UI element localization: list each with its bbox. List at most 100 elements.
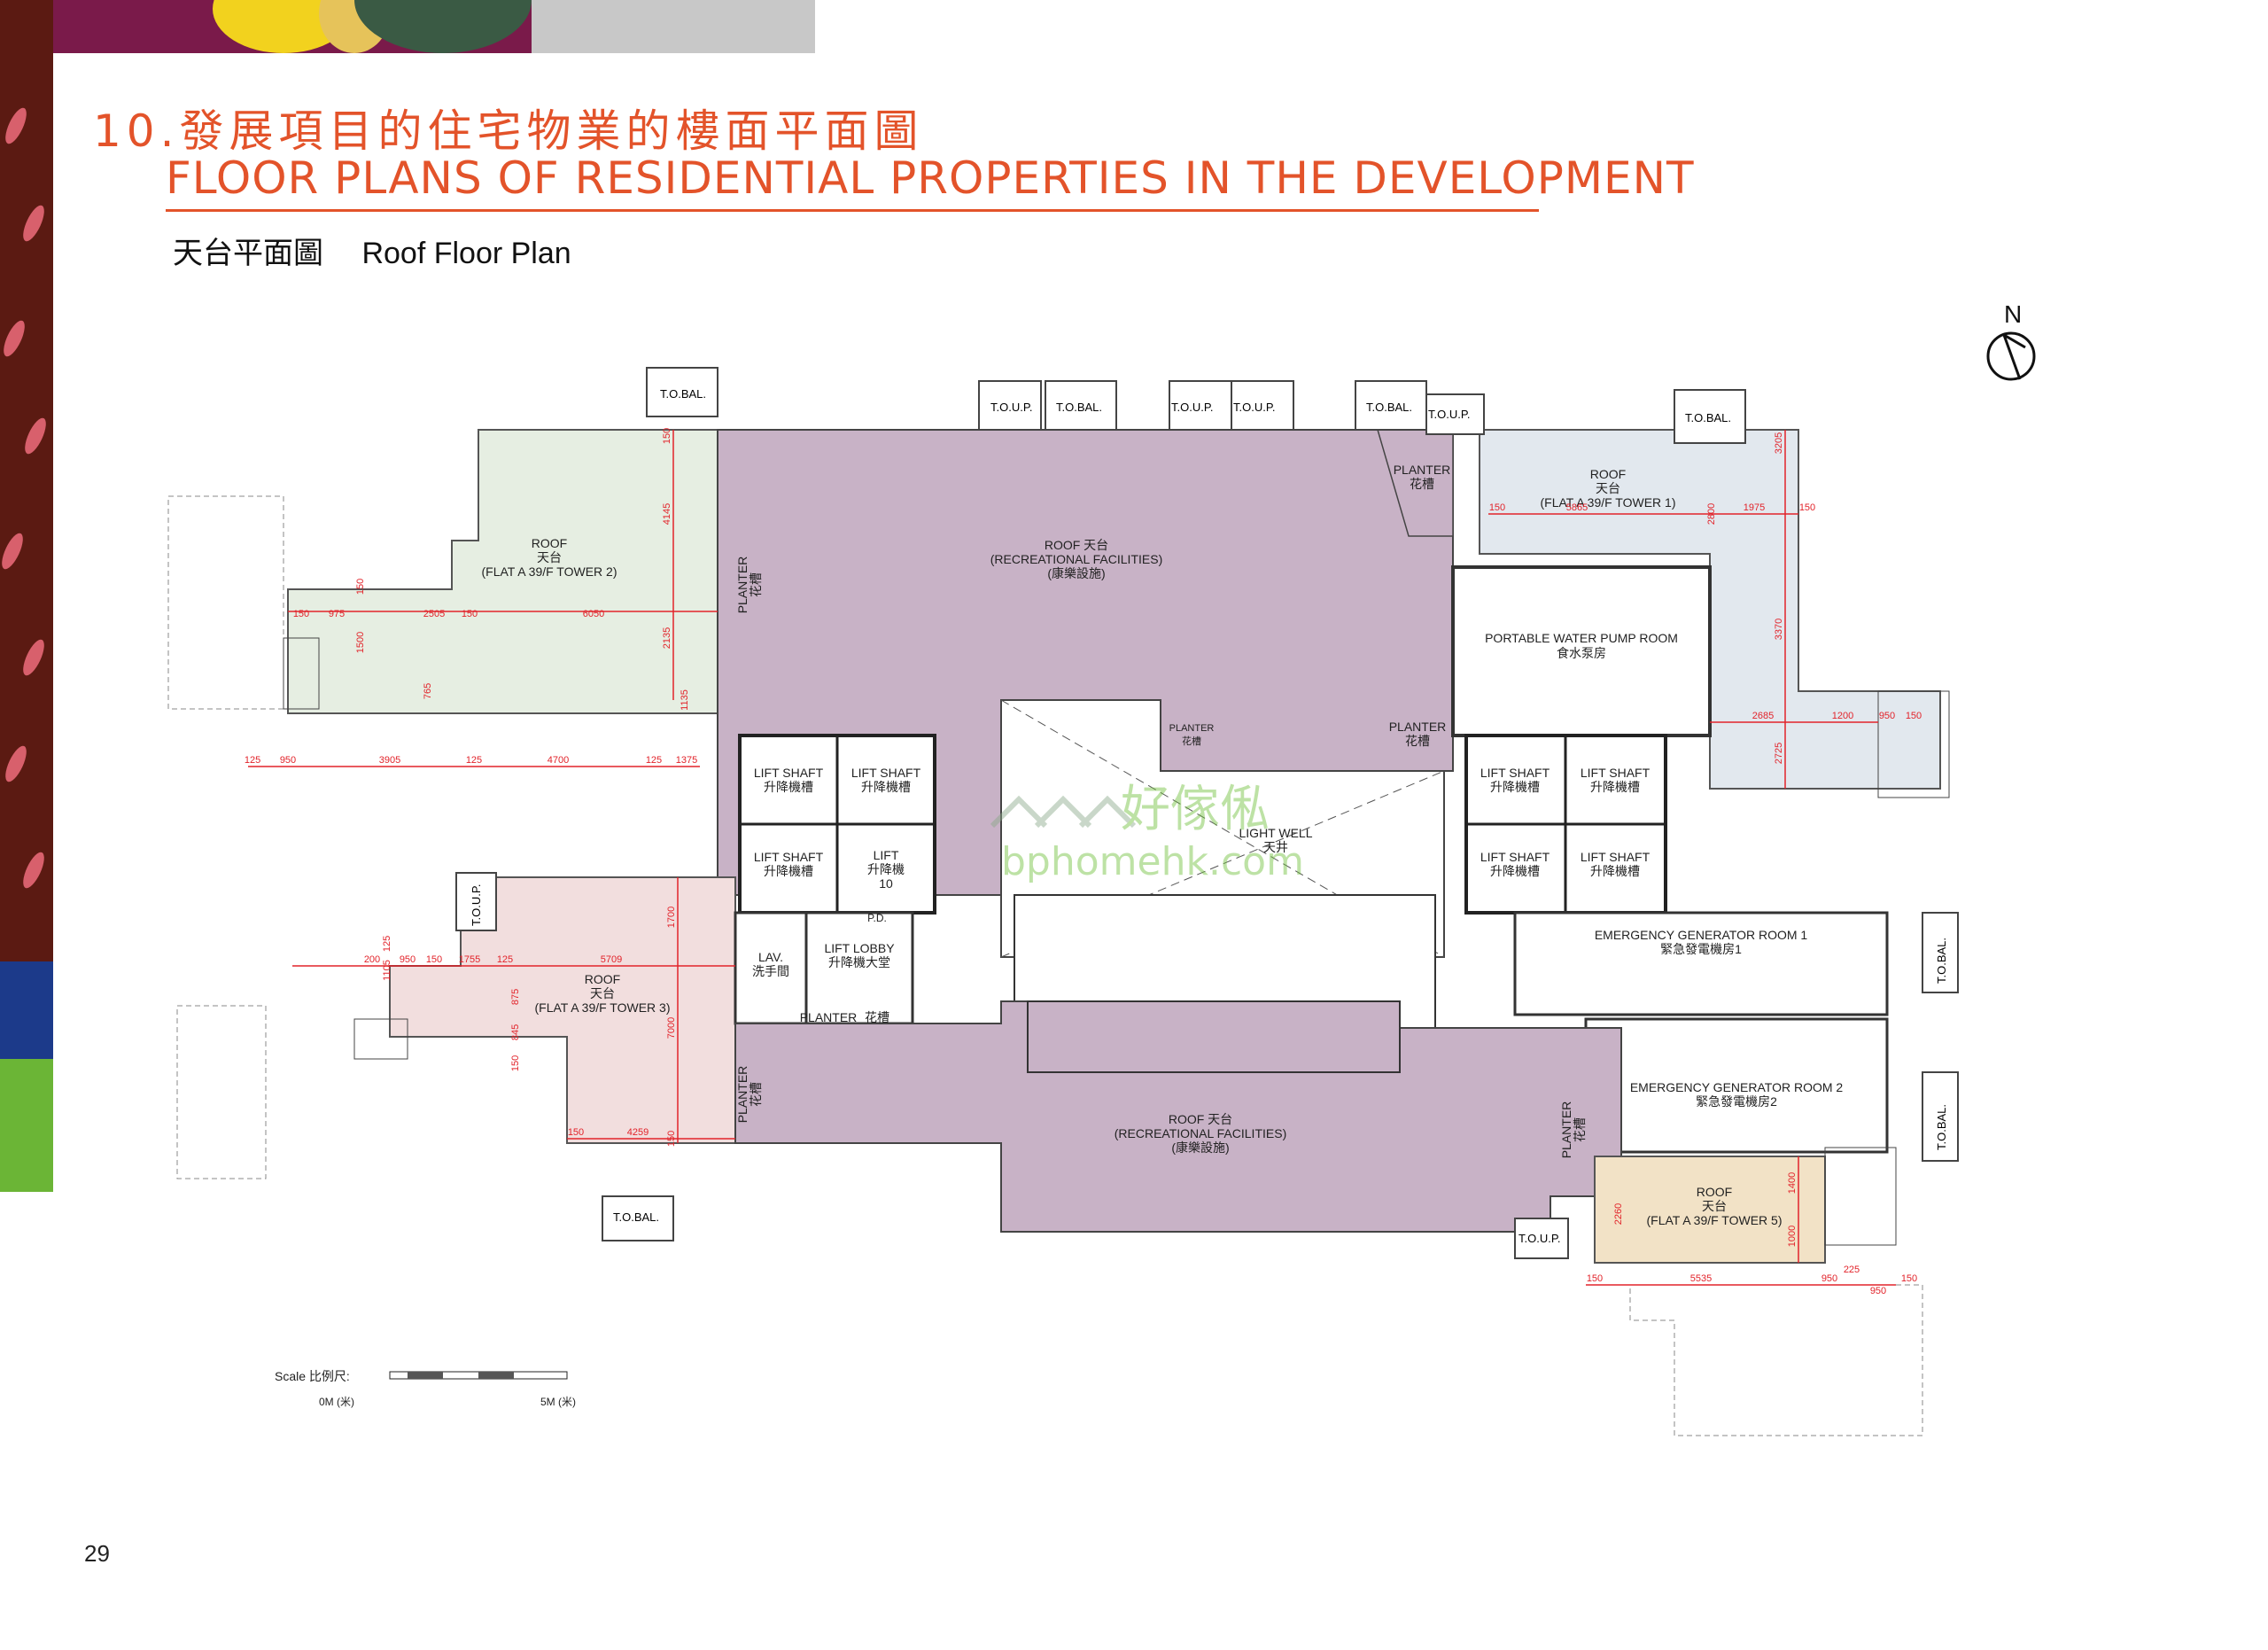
dimension-label: 950 [400,954,416,965]
leaf-shape [0,317,29,360]
roof-tower5-area [1594,1156,1826,1264]
watermark: 好傢俬 bphomehk.com [990,781,1304,884]
decorative-shape [354,0,532,53]
page-title-zh: 10.發展項目的住宅物業的樓面平面圖 [93,105,924,157]
external-stair-outline [167,495,284,710]
tobal-label: T.O.BAL. [1685,411,1731,424]
dimension-label: 950 [1821,1273,1837,1284]
roof-t5-label: ROOF [1697,1185,1732,1199]
planter-label: PLANTER [1394,463,1451,477]
leaf-shape [1,105,31,147]
dimension-label: 4700 [548,755,569,766]
leaf-shape [1,743,31,785]
stair-t1 [1877,690,1950,798]
page-title-en: FLOOR PLANS OF RESIDENTIAL PROPERTIES IN… [166,152,1695,204]
scale-start: 0M (米) [319,1396,354,1408]
dimension-label: 2800 [1706,503,1717,525]
dimension-label: 2725 [1774,743,1784,764]
dimension-label: 1000 [1787,1226,1798,1247]
roof-t5-flat: (FLAT A 39/F TOWER 5) [1646,1213,1782,1227]
lift-shaft-label-zh: 升降機槽 [1590,780,1640,794]
planter-label-zh: 花槽 [1410,477,1434,491]
scale-end: 5M (米) [540,1396,576,1408]
dimension-label: 150 [1901,1273,1917,1284]
dimension-label: 845 [510,1024,521,1040]
dimension-label: 150 [662,428,672,444]
dimension-label: 1375 [676,755,697,766]
dimension-label: 950 [280,755,296,766]
gen2-label: EMERGENCY GENERATOR ROOM 2 [1630,1080,1844,1094]
pd-label: P.D. [867,912,887,924]
planter-label: PLANTER [735,1066,750,1124]
decorative-shape [532,0,815,53]
dimension-label: 225 [1844,1265,1860,1275]
planter-label: PLANTER [735,556,750,614]
dimension-label: 875 [510,989,521,1005]
lift-label: LIFT [874,848,899,862]
lift-shaft-label-zh: 升降機槽 [1490,780,1540,794]
roof-t1-flat: (FLAT A 39/F TOWER 1) [1540,495,1675,510]
planter-label-zh: 花槽 [1405,734,1430,748]
toup-label: T.O.U.P. [1171,401,1213,414]
tobal-label: T.O.BAL. [1935,1104,1948,1150]
dimension-label: 4145 [662,503,672,525]
dimension-label: 5535 [1690,1273,1712,1284]
dimension-label: 5709 [601,954,622,965]
dimension-label: 1700 [666,907,677,928]
dimension-label: 1200 [1832,711,1853,721]
toup-label: T.O.U.P. [470,884,483,926]
tobal-label: T.O.BAL. [660,387,706,401]
toup-label: T.O.U.P. [1233,401,1275,414]
planter-label-zh: 花槽 [749,1082,763,1107]
lift-shaft-label: LIFT SHAFT [754,766,824,780]
dimension-label: 1135 [680,689,690,711]
lift-shaft-label: LIFT SHAFT [1480,766,1550,780]
pump-room [1451,565,1712,737]
dimension-label: 150 [1489,502,1505,513]
stair-enclosure [1027,1000,1401,1073]
planter-label-zh: 花槽 [1182,735,1201,747]
stair-t3 [353,1018,408,1060]
roof-t5-label-zh: 天台 [1702,1199,1727,1213]
lift-shaft-label: LIFT SHAFT [1480,850,1550,864]
planter-label: PLANTER [1389,720,1447,734]
planter-label-zh: 花槽 [865,1010,889,1024]
dimension-label: 950 [1879,711,1895,721]
dimension-label: 2260 [1613,1203,1624,1225]
north-label: N [2004,300,2022,328]
gen1-label-zh: 緊急發電機房1 [1660,942,1742,956]
rec-bottom-label: ROOF 天台 [1169,1112,1232,1126]
dimension-label: 150 [355,579,366,595]
lav-label: LAV. [758,950,783,964]
light-well-label-zh: 天井 [1263,840,1288,854]
lift-lobby-label-zh: 升降機大堂 [828,955,890,969]
roof-t2-label-zh: 天台 [537,550,562,564]
lift-label-zh: 升降機 [867,862,905,876]
dimension-label: 2505 [423,609,445,619]
lift-shaft-label-zh: 升降機槽 [1590,864,1640,878]
stair-t5 [1824,1147,1897,1246]
gen2-label-zh: 緊急發電機房2 [1696,1094,1777,1109]
dimension-label: 1400 [1787,1172,1798,1194]
leaf-shape [0,530,27,572]
light-well-label: LIGHT WELL [1239,826,1313,840]
watermark-url: bphomehk.com [1001,839,1304,884]
dimension-label: 2135 [662,627,672,649]
leaf-shape [20,415,50,457]
dimension-label: 150 [293,609,309,619]
tobal-label: T.O.BAL. [1366,401,1412,414]
tobal-label: T.O.BAL. [1935,938,1948,984]
dimension-label: 765 [423,683,433,699]
dimension-label: 125 [646,755,662,766]
decorative-shape [0,961,53,1059]
toup-label: T.O.U.P. [990,401,1032,414]
leaf-shape [19,849,49,891]
lav-label-zh: 洗手間 [752,964,789,978]
external-outline [1629,1284,1923,1436]
planter-label-zh: 花槽 [1573,1117,1587,1142]
lift-shaft-label: LIFT SHAFT [754,850,824,864]
dimension-label: 2685 [1752,711,1774,721]
north-arrow-icon: N [1986,300,2036,381]
lift-lobby [804,911,914,1025]
dimension-label: 7000 [666,1017,677,1039]
